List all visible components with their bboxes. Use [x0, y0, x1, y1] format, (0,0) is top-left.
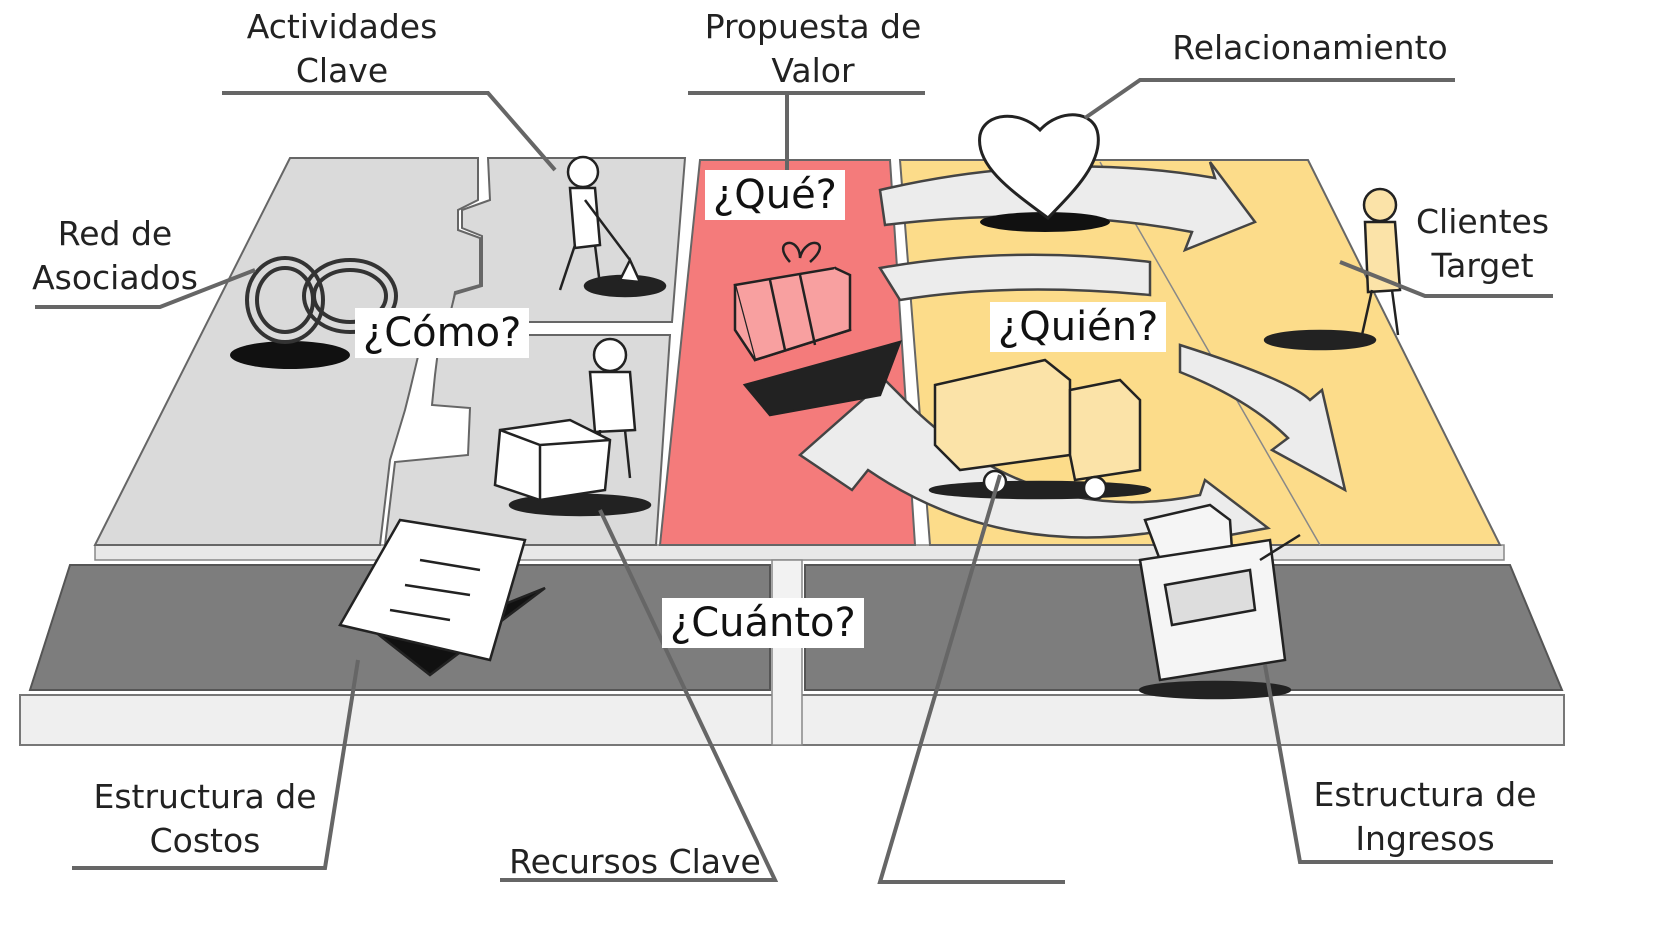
label-red-line1: Red de	[57, 214, 173, 253]
label-propuesta-line2: Valor	[771, 51, 855, 90]
question-quien: ¿Quién?	[990, 302, 1167, 352]
heart-icon	[978, 113, 1110, 232]
label-ingresos-line1: Estructura de	[1313, 775, 1537, 814]
digging-person-icon	[558, 155, 667, 298]
key-activities-block	[446, 157, 687, 323]
leader-ingresos	[1263, 664, 1553, 864]
label-recursos-clave: Recursos Clave	[509, 842, 761, 881]
gift-box-icon	[733, 241, 903, 417]
question-cuanto: ¿Cuánto?	[662, 598, 864, 648]
label-propuesta-line1: Propuesta de	[704, 7, 922, 46]
label-clientes-target: Clientes Target	[1400, 200, 1565, 288]
label-propuesta-valor: Propuesta de Valor	[693, 5, 933, 93]
label-relacionamiento: Relacionamiento	[1172, 28, 1448, 67]
label-red-line2: Asociados	[32, 258, 198, 297]
invoice-paper-icon	[338, 518, 546, 677]
label-costos-line1: Estructura de	[93, 777, 317, 816]
label-clientes-line1: Clientes	[1415, 202, 1550, 241]
leader-costos	[72, 659, 360, 870]
label-actividades-line1: Actividades	[246, 7, 438, 46]
person-with-box-icon	[493, 337, 652, 517]
leader-canales	[877, 474, 1065, 884]
label-estructura-ingresos: Estructura de Ingresos	[1300, 773, 1550, 861]
customer-divider-line	[1099, 161, 1321, 546]
label-ingresos-line2: Ingresos	[1355, 819, 1495, 858]
delivery-truck-icon	[928, 358, 1152, 501]
label-actividades-line2: Clave	[295, 51, 389, 90]
label-red-asociados: Red de Asociados	[25, 212, 205, 300]
leader-actividades	[222, 91, 557, 172]
leader-clientes	[1339, 260, 1553, 298]
leader-lines	[35, 78, 1553, 884]
label-actividades-clave: Actividades Clave	[232, 5, 452, 93]
standing-person-icon	[1263, 187, 1402, 351]
leader-relacionamiento	[1083, 78, 1455, 120]
label-estructura-costos: Estructura de Costos	[80, 775, 330, 863]
leader-red	[35, 268, 256, 309]
question-como: ¿Cómo?	[355, 308, 530, 358]
question-que: ¿Qué?	[705, 170, 845, 220]
bottom-divider	[771, 559, 803, 746]
label-costos-line2: Costos	[149, 821, 261, 860]
label-clientes-line2: Target	[1431, 246, 1534, 285]
cash-register-icon	[1138, 503, 1301, 700]
rings-icon	[230, 256, 398, 369]
leader-recursos	[500, 509, 779, 882]
